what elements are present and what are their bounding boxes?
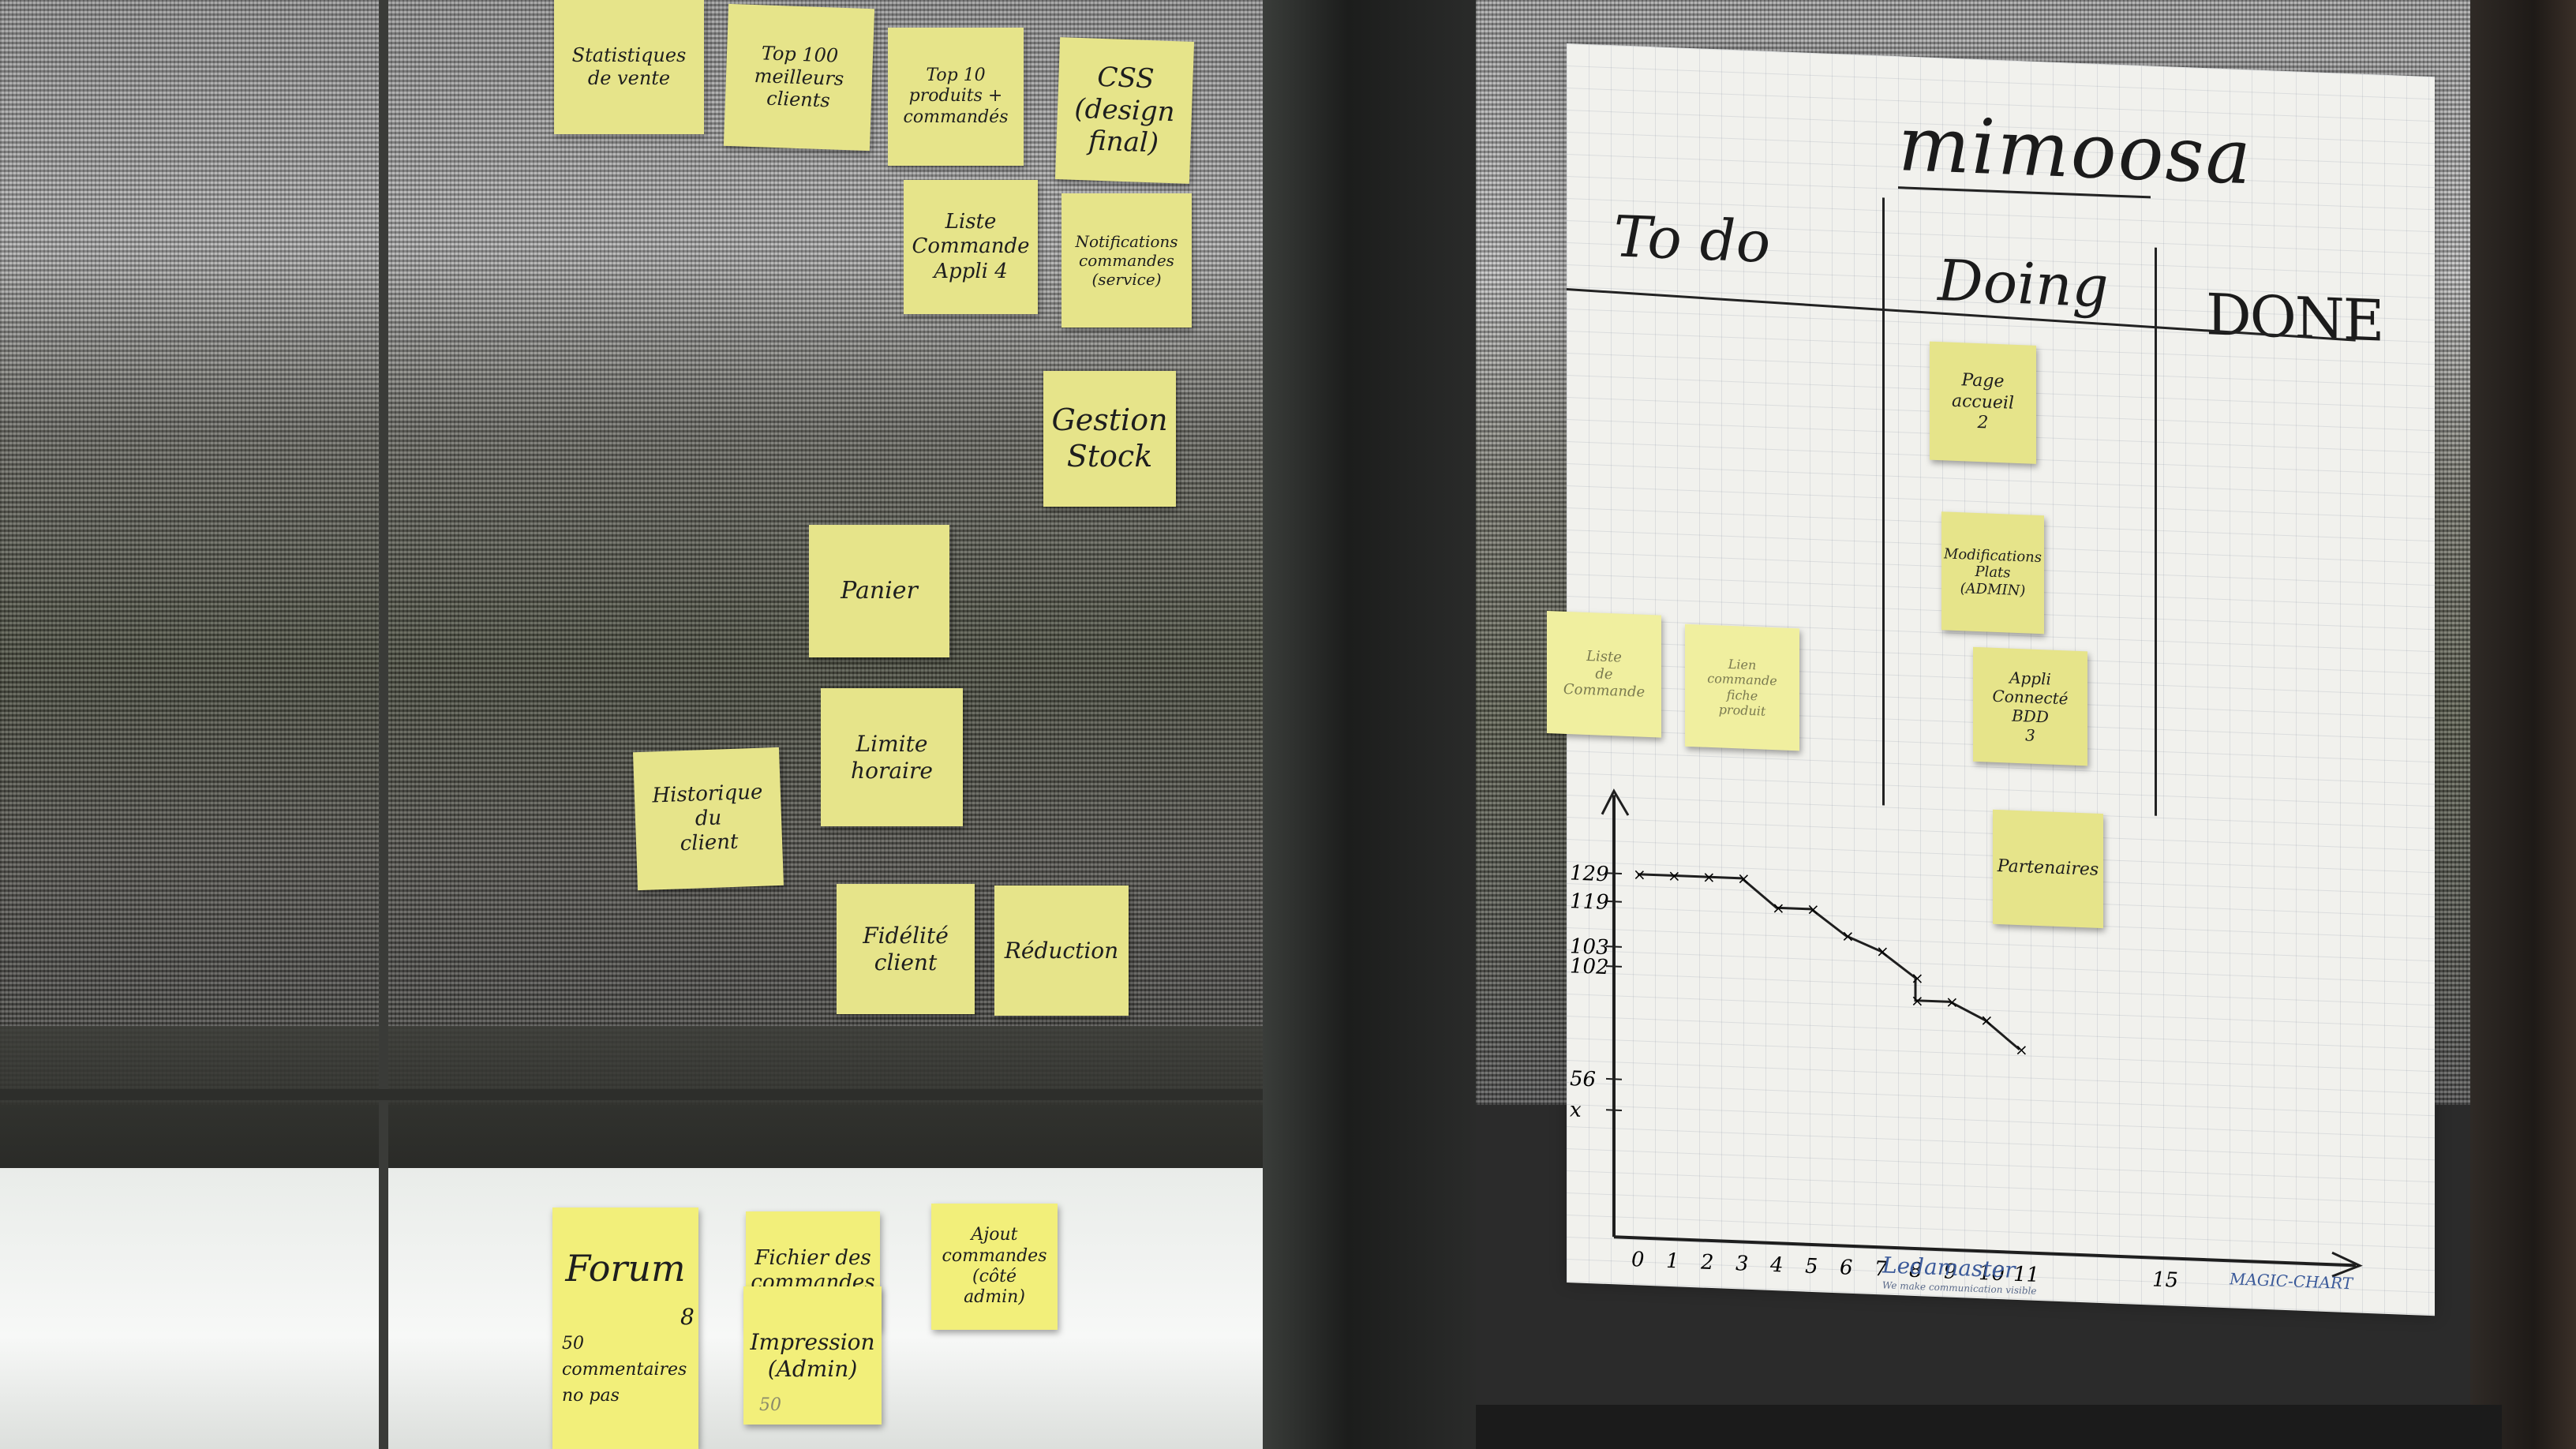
sticky-note: Fidélité client xyxy=(837,884,975,1014)
data-point: × xyxy=(1702,867,1716,887)
note-annotation: 50 commentaires no pas xyxy=(562,1334,687,1406)
x-tick-label: 6 xyxy=(1840,1256,1853,1280)
data-point: × xyxy=(2015,1040,2028,1060)
column-heading-done: DONE xyxy=(2206,281,2383,354)
data-point: × xyxy=(1911,990,1924,1010)
sticky-note: Appli Connecté BDD 3 xyxy=(1973,646,2087,766)
sticky-note: Réduction xyxy=(994,886,1129,1016)
x-tick-label: 10 xyxy=(1979,1261,2005,1286)
sticky-note: Top 10 produits + commandés xyxy=(888,28,1024,166)
y-tick-label: 56 xyxy=(1570,1067,1596,1091)
column-divider-1 xyxy=(1882,197,1885,806)
sticky-note: Gestion Stock xyxy=(1043,371,1176,507)
y-tick-label: 129 xyxy=(1570,861,1609,886)
sticky-note: Lien commande fiche produit xyxy=(1685,623,1799,751)
burndown-line xyxy=(1638,873,2020,1051)
x-tick-label: 11 xyxy=(2013,1263,2039,1287)
sticky-note: Modifications Plats (ADMIN) xyxy=(1941,511,2044,635)
x-tick-label: 7 xyxy=(1874,1257,1888,1282)
window-frame-right xyxy=(2470,0,2576,1449)
x-tick-label: 9 xyxy=(1944,1260,1957,1284)
sticky-note: Page accueil 2 xyxy=(1930,341,2036,464)
sticky-note: Statistiques de vente xyxy=(554,0,704,134)
sticky-note: Notifications commandes (service) xyxy=(1061,193,1192,328)
window-sill xyxy=(1476,1405,2502,1449)
sticky-note: CSS (design final) xyxy=(1054,37,1195,184)
sticky-note: Panier xyxy=(809,525,949,657)
data-point: × xyxy=(1668,866,1681,886)
x-tick-label: 5 xyxy=(1805,1255,1818,1279)
x-tick-label: 15 xyxy=(2152,1268,2178,1293)
data-point: × xyxy=(1945,992,1959,1012)
data-point: × xyxy=(1876,942,1889,961)
y-tick xyxy=(1606,965,1622,968)
y-axis-arrow xyxy=(1601,788,1630,816)
column-heading-todo: To do xyxy=(1614,203,1771,275)
x-tick-label: 8 xyxy=(1909,1259,1923,1283)
sticky-note: Historique du client xyxy=(633,747,784,891)
sticky-note: Top 100 meilleurs clients xyxy=(723,3,875,152)
window-frame-center xyxy=(1263,0,1476,1449)
data-point: × xyxy=(1980,1010,1994,1030)
data-point: × xyxy=(1772,898,1785,918)
sticky-note: Forum xyxy=(552,1208,698,1449)
sticky-note: Liste Commande Appli 4 xyxy=(904,180,1038,314)
x-tick-label: 1 xyxy=(1666,1249,1679,1274)
y-tick xyxy=(1606,945,1622,948)
y-tick xyxy=(1606,1077,1622,1080)
y-tick xyxy=(1606,872,1622,874)
sticky-note: Limite horaire xyxy=(821,688,963,826)
brand-right: MAGIC-CHART xyxy=(2229,1269,2354,1293)
data-point: × xyxy=(1737,869,1750,889)
x-tick-label: 0 xyxy=(1631,1248,1645,1272)
board-title: mimoosa xyxy=(1898,99,2252,202)
y-tick-label: x xyxy=(1570,1098,1582,1122)
window-frame-bar xyxy=(0,1089,1263,1100)
y-tick-label: 103 xyxy=(1570,934,1609,960)
x-tick-label: 3 xyxy=(1735,1252,1749,1276)
y-tick xyxy=(1606,900,1622,903)
sticky-note: Impression (Admin) xyxy=(743,1286,882,1425)
note-annotation: 50 xyxy=(759,1395,781,1415)
sticky-note: Ajout commandes (côté admin) xyxy=(931,1204,1058,1330)
x-axis-arrow xyxy=(2331,1251,2363,1278)
y-tick-label: 102 xyxy=(1570,954,1609,979)
sticky-note: Liste de Commande xyxy=(1547,611,1661,738)
data-point: × xyxy=(1911,968,1924,988)
brand-left: Ledamaster xyxy=(1881,1252,2016,1283)
x-axis xyxy=(1614,1235,2356,1267)
railing-post xyxy=(379,0,388,1449)
column-divider-2 xyxy=(2155,247,2157,816)
column-heading-doing: Doing xyxy=(1938,247,2109,320)
data-point: × xyxy=(1633,865,1646,885)
kanban-flipchart: mimoosa To do Doing DONE Page accueil 2 … xyxy=(1547,43,2435,1316)
data-point: × xyxy=(1807,900,1820,919)
x-tick-label: 2 xyxy=(1700,1251,1714,1275)
x-tick-label: 4 xyxy=(1769,1253,1784,1278)
data-point: × xyxy=(1841,927,1855,946)
y-tick-label: 119 xyxy=(1570,889,1609,915)
note-annotation: 8 xyxy=(680,1304,695,1330)
